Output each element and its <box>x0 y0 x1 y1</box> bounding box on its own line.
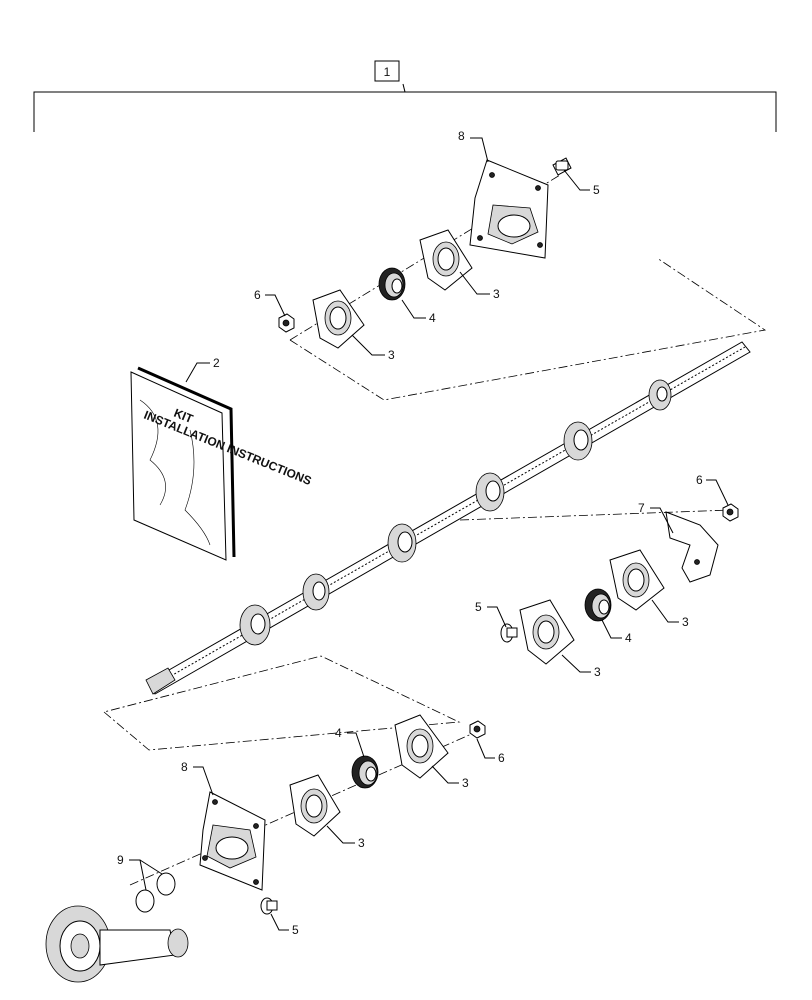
spacer-washers[interactable] <box>135 872 176 913</box>
mounting-bracket-right[interactable] <box>665 511 719 583</box>
lock-nut-lower[interactable] <box>469 720 486 739</box>
callout-8-upper[interactable]: 8 <box>458 129 465 143</box>
callout-5-upper[interactable]: 5 <box>593 183 600 197</box>
installation-manual[interactable]: KIT INSTALLATION INSTRUCTIONS <box>130 366 314 561</box>
carriage-bolt-right[interactable] <box>500 623 518 643</box>
flangette-right-outer[interactable] <box>609 549 665 611</box>
sprocket <box>648 379 672 411</box>
bearing-upper[interactable] <box>378 267 406 301</box>
flangette-lower-left[interactable] <box>289 774 341 837</box>
callout-6-right[interactable]: 6 <box>696 473 703 487</box>
lock-nut-upper[interactable] <box>278 313 295 333</box>
callout-4-right[interactable]: 4 <box>625 631 632 645</box>
callout-2[interactable]: 2 <box>213 356 220 370</box>
callout-3-upper-left[interactable]: 3 <box>388 348 395 362</box>
callout-3-right-outer[interactable]: 3 <box>682 615 689 629</box>
bearing-lower[interactable] <box>351 755 379 789</box>
flangette-upper-left[interactable] <box>312 289 365 349</box>
callout-3-lower-right[interactable]: 3 <box>462 776 469 790</box>
flangette-right-inner[interactable] <box>519 599 575 665</box>
callout-4-lower[interactable]: 4 <box>335 726 342 740</box>
lock-nut-right[interactable] <box>722 503 739 522</box>
right-assembly-axis <box>459 509 731 521</box>
callout-labels: 8 5 3 4 6 3 2 6 7 3 5 4 3 4 6 3 8 3 9 5 <box>117 129 703 937</box>
carriage-bolt-upper[interactable] <box>552 157 572 176</box>
flangette-lower-right[interactable] <box>394 714 449 779</box>
bearing-right[interactable] <box>584 588 612 622</box>
callout-8-lower[interactable]: 8 <box>181 760 188 774</box>
leader-lines <box>129 137 729 931</box>
callout-3-lower-left[interactable]: 3 <box>358 836 365 850</box>
manual-line1: KIT <box>172 406 196 426</box>
kit-number: 1 <box>384 65 391 79</box>
sprocket <box>387 523 417 563</box>
carriage-bolt-lower[interactable] <box>260 897 278 915</box>
callout-7[interactable]: 7 <box>638 501 645 515</box>
mounting-plate-upper[interactable] <box>469 159 549 259</box>
callout-6-upper[interactable]: 6 <box>254 288 261 302</box>
sprocket <box>475 472 505 512</box>
callout-5-lower[interactable]: 5 <box>292 923 299 937</box>
sprocket <box>302 573 330 611</box>
shaft-assembly[interactable] <box>145 341 751 695</box>
kit-number-box[interactable]: 1 <box>374 60 400 82</box>
drive-crank-arm[interactable] <box>45 905 189 983</box>
callout-9[interactable]: 9 <box>117 853 124 867</box>
callout-5-right[interactable]: 5 <box>475 600 482 614</box>
callout-3-upper-right[interactable]: 3 <box>493 287 500 301</box>
flangette-upper-right[interactable] <box>419 229 473 291</box>
mounting-plate-lower[interactable] <box>199 791 266 891</box>
callout-4-upper[interactable]: 4 <box>429 311 436 325</box>
callout-6-lower[interactable]: 6 <box>498 751 505 765</box>
kit-bracket <box>33 83 777 132</box>
callout-3-right-inner[interactable]: 3 <box>594 665 601 679</box>
sprocket <box>563 421 593 461</box>
sprocket <box>239 604 271 646</box>
